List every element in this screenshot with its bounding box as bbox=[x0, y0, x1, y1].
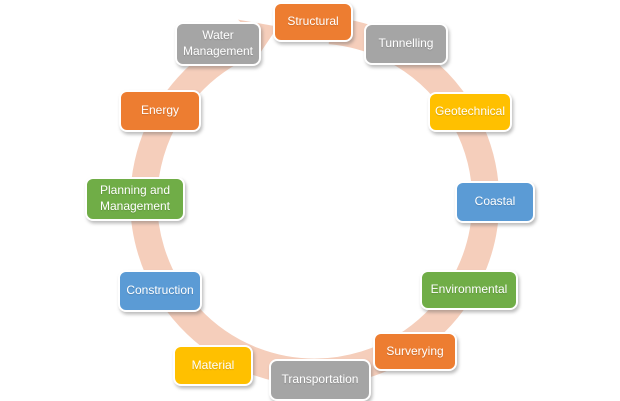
node-label: Geotechnical bbox=[434, 104, 506, 119]
node-geotechnical: Geotechnical bbox=[428, 92, 512, 132]
node-label: Coastal bbox=[474, 194, 516, 209]
node-construction: Construction bbox=[118, 270, 202, 312]
node-label: Material bbox=[191, 357, 235, 372]
node-planning-and-management: Planning and Management bbox=[85, 177, 185, 221]
cycle-ring bbox=[130, 17, 500, 386]
node-structural: Structural bbox=[273, 2, 353, 42]
node-label: Water Management bbox=[182, 28, 254, 58]
node-tunnelling: Tunnelling bbox=[364, 23, 448, 65]
node-surverying: Surverying bbox=[373, 332, 457, 371]
node-coastal: Coastal bbox=[455, 181, 535, 223]
node-label: Environmental bbox=[430, 282, 508, 297]
node-energy: Energy bbox=[119, 90, 201, 132]
node-label: Surverying bbox=[386, 343, 444, 358]
node-label: Tunnelling bbox=[378, 36, 434, 51]
node-environmental: Environmental bbox=[420, 270, 518, 310]
node-water-management: Water Management bbox=[175, 22, 261, 66]
node-material: Material bbox=[173, 345, 253, 386]
node-label: Energy bbox=[140, 103, 180, 118]
node-label: Structural bbox=[287, 14, 339, 29]
node-label: Planning and Management bbox=[99, 183, 171, 213]
node-label: Construction bbox=[126, 283, 194, 298]
node-transportation: Transportation bbox=[269, 359, 371, 401]
node-label: Transportation bbox=[281, 372, 359, 387]
